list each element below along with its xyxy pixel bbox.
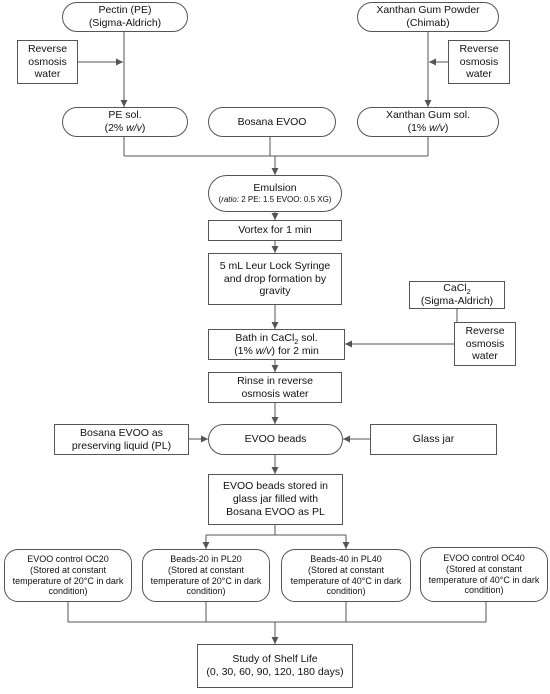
cacl2-line1: CaCl2 bbox=[443, 282, 470, 295]
ro-bath-line1: Reverse bbox=[465, 324, 505, 337]
preserving-line1: Bosana EVOO as bbox=[80, 426, 163, 439]
pl40-line3: temperature of 40°C in dark bbox=[290, 575, 402, 586]
ro-bath-line3: water bbox=[472, 350, 498, 363]
pl40-line4: condition) bbox=[326, 586, 366, 597]
ro-left-line1: Reverse bbox=[27, 42, 68, 55]
ro-right-line2: osmosis bbox=[459, 55, 499, 68]
ro-bath-line2: osmosis bbox=[465, 337, 505, 350]
ro-water-right: Reverse osmosis water bbox=[448, 40, 510, 84]
beads-stored-node: EVOO beads stored in glass jar filled wi… bbox=[208, 474, 343, 525]
stored-line1: EVOO beads stored in bbox=[222, 480, 329, 493]
pl40-node: Beads-40 in PL40 (Stored at constant tem… bbox=[281, 549, 411, 602]
ro-left-line2: osmosis bbox=[28, 55, 67, 68]
oc40-line2: (Stored at constant bbox=[445, 563, 523, 574]
bosana-evoo-node: Bosana EVOO bbox=[208, 107, 336, 137]
ro-right-line3: water bbox=[466, 68, 492, 81]
emulsion-node: Emulsion (ratio: 2 PE: 1.5 EVOO: 0.5 XG) bbox=[208, 175, 342, 212]
pectin-line2: (Sigma-Aldrich) bbox=[88, 17, 162, 29]
emulsion-ratio-values: 2 PE: 1.5 EVOO: 0.5 XG) bbox=[238, 195, 332, 205]
cacl2-line2: (Sigma-Aldrich) bbox=[420, 295, 494, 307]
xg-sol-conc: (1% bbox=[407, 122, 430, 134]
pl40-line1: Beads-40 in PL40 bbox=[310, 553, 382, 564]
bath-conc: (1% bbox=[234, 344, 256, 357]
preserving-line2: preserving liquid (PL) bbox=[71, 439, 172, 452]
stored-line3: Bosana EVOO as PL bbox=[226, 505, 325, 518]
bath-duration: ) for 2 min bbox=[271, 344, 319, 357]
oc20-line2: (Stored at constant bbox=[29, 564, 107, 575]
pl40-line2: (Stored at constant bbox=[307, 564, 385, 575]
rinse-node: Rinse in reverse osmosis water bbox=[208, 372, 342, 403]
shelf-line2: (0, 30, 60, 90, 120, 180 days) bbox=[206, 666, 344, 678]
xanthan-line1: Xanthan Gum Powder bbox=[376, 4, 480, 17]
ro-right-line1: Reverse bbox=[459, 42, 499, 55]
pl20-line1: Beads-20 in PL20 bbox=[170, 553, 242, 564]
preserving-liquid-node: Bosana EVOO as preserving liquid (PL) bbox=[54, 424, 189, 455]
pe-sol-line2: (2% w/v) bbox=[105, 122, 146, 135]
vortex-line1: Vortex for 1 min bbox=[238, 224, 312, 237]
syringe-line3: gravity bbox=[259, 285, 291, 298]
syringe-line2: and drop formation by bbox=[223, 272, 327, 285]
stored-line2: glass jar filled with bbox=[232, 493, 319, 506]
rinse-line2: osmosis water bbox=[241, 387, 309, 400]
bath-text: Bath in CaCl bbox=[235, 331, 295, 344]
oc20-node: EVOO control OC20 (Stored at constant te… bbox=[4, 549, 132, 602]
pl20-line4: condition) bbox=[186, 586, 226, 597]
xg-solution-node: Xanthan Gum sol. (1% w/v) bbox=[357, 107, 499, 137]
emulsion-ratio-label: ratio: bbox=[221, 195, 239, 205]
oc40-line3: temperature of 40°C in dark bbox=[428, 574, 540, 585]
ro-left-line3: water bbox=[34, 68, 61, 81]
cacl2-formula: CaCl bbox=[443, 282, 467, 295]
oc20-line4: condition) bbox=[48, 586, 88, 597]
bath-subscript: 2 bbox=[294, 336, 299, 346]
pl20-node: Beads-20 in PL20 (Stored at constant tem… bbox=[142, 549, 270, 602]
xanthan-node: Xanthan Gum Powder (Chimab) bbox=[357, 2, 499, 32]
pectin-line1: Pectin (PE) bbox=[98, 4, 152, 17]
xg-sol-line1: Xanthan Gum sol. bbox=[385, 109, 471, 122]
oc20-line1: EVOO control OC20 bbox=[27, 553, 109, 564]
oc40-line1: EVOO control OC40 bbox=[443, 552, 525, 563]
xanthan-line2: (Chimab) bbox=[406, 17, 450, 29]
bath-sol: sol. bbox=[298, 331, 318, 344]
ro-water-left: Reverse osmosis water bbox=[17, 40, 78, 84]
ro-water-bath: Reverse osmosis water bbox=[454, 322, 516, 366]
emulsion-line1: Emulsion bbox=[253, 182, 297, 195]
bath-unit: w/v bbox=[255, 344, 272, 357]
pl20-line2: (Stored at constant bbox=[167, 564, 245, 575]
emulsion-open: ( bbox=[218, 195, 222, 205]
bosana-line1: Bosana EVOO bbox=[237, 115, 307, 128]
rinse-line1: Rinse in reverse bbox=[237, 374, 313, 387]
glass-jar-node: Glass jar bbox=[370, 424, 497, 455]
pectin-node: Pectin (PE) (Sigma-Aldrich) bbox=[62, 2, 188, 32]
bath-line2: (1% w/v) for 2 min bbox=[234, 345, 319, 358]
xg-sol-close: ) bbox=[444, 122, 449, 134]
beads-line1: EVOO beads bbox=[244, 433, 307, 446]
syringe-line1: 5 mL Leur Lock Syringe bbox=[219, 259, 331, 272]
evoo-beads-node: EVOO beads bbox=[208, 424, 343, 455]
pe-sol-line1: PE sol. bbox=[108, 109, 142, 122]
xg-sol-unit: w/v bbox=[429, 122, 445, 134]
oc40-node: EVOO control OC40 (Stored at constant te… bbox=[420, 547, 548, 602]
emulsion-line2: (ratio: 2 PE: 1.5 EVOO: 0.5 XG) bbox=[219, 195, 332, 205]
pe-sol-unit: w/v bbox=[126, 122, 142, 134]
oc20-line3: temperature of 20°C in dark bbox=[12, 575, 124, 586]
xg-sol-line2: (1% w/v) bbox=[408, 122, 449, 135]
pe-solution-node: PE sol. (2% w/v) bbox=[62, 107, 188, 137]
oc40-line4: condition) bbox=[464, 585, 504, 596]
glass-line1: Glass jar bbox=[412, 433, 455, 446]
shelf-life-node: Study of Shelf Life (0, 30, 60, 90, 120,… bbox=[197, 644, 353, 688]
cacl2-subscript: 2 bbox=[466, 287, 471, 297]
syringe-node: 5 mL Leur Lock Syringe and drop formatio… bbox=[208, 253, 342, 305]
shelf-line1: Study of Shelf Life bbox=[232, 653, 318, 666]
vortex-node: Vortex for 1 min bbox=[208, 220, 342, 241]
pl20-line3: temperature of 20°C in dark bbox=[150, 575, 262, 586]
bath-line1: Bath in CaCl2 sol. bbox=[235, 332, 317, 345]
pe-sol-close: ) bbox=[141, 122, 146, 134]
pe-sol-conc: (2% bbox=[104, 122, 127, 134]
cacl2-node: CaCl2 (Sigma-Aldrich) bbox=[409, 281, 505, 309]
bath-node: Bath in CaCl2 sol. (1% w/v) for 2 min bbox=[208, 329, 345, 360]
